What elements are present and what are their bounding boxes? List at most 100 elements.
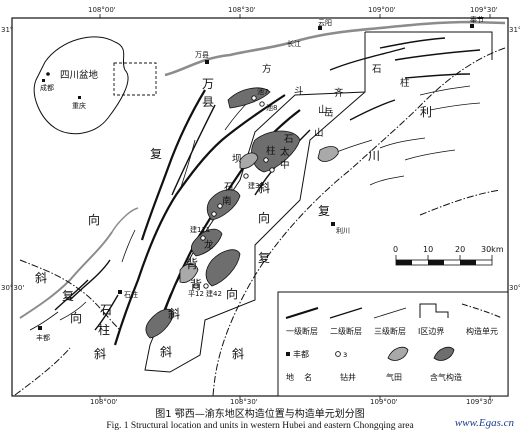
unit-label: 向 — [70, 310, 82, 325]
city-marker — [42, 79, 45, 82]
town-marker — [118, 290, 122, 294]
inset-basin-label: 四川盆地 — [60, 69, 99, 81]
gas-structure — [317, 146, 339, 162]
unit-label: 县 — [202, 95, 214, 109]
left-tick-label: 30°30' — [1, 284, 24, 292]
river-label: 长江 — [287, 39, 301, 48]
legend-label: 构造单元 — [466, 326, 498, 336]
legend-label: 钻井 — [340, 372, 356, 382]
inset-city-label: 成都 — [40, 83, 54, 92]
well — [203, 283, 209, 289]
wells — [193, 95, 275, 289]
gas-field — [239, 152, 259, 169]
legend-label: 一级断层 — [286, 326, 318, 336]
town-marker — [470, 24, 474, 28]
gas-structure — [227, 87, 271, 109]
unit-label: 柱 — [98, 322, 110, 337]
graticule — [99, 14, 491, 400]
unit-label: 背 — [190, 278, 202, 292]
unit-label: 复 — [258, 251, 270, 265]
bottom-tick-label: 109°30' — [466, 398, 494, 406]
well — [269, 167, 275, 173]
bottom-tick-label: 108°30' — [230, 398, 258, 406]
well-label: 平12 — [188, 290, 204, 298]
legend-label: 二级断层 — [330, 326, 362, 336]
region-boundary — [365, 31, 493, 60]
unit-label: 山 — [314, 128, 324, 139]
unit-label: 岳 — [324, 107, 334, 119]
legend-symbol-place — [286, 352, 290, 356]
unit-label: 斜 — [160, 345, 172, 359]
unit-label: 斜 — [168, 307, 180, 321]
unit-label: 山 — [318, 105, 328, 116]
town-label: 石柱 — [124, 290, 138, 299]
caption-chinese: 图1 鄂西—渝东地区构造位置与构造单元划分图 — [155, 409, 365, 420]
unit-label: 方 — [262, 63, 272, 75]
unit-label: 背 — [186, 257, 198, 271]
unit-label: 石 — [100, 303, 112, 317]
towns — [38, 24, 474, 330]
town-label: 利川 — [336, 226, 350, 235]
legend-symbol-gas-structure — [433, 346, 455, 361]
town-label: 云阳 — [318, 18, 332, 27]
sichuan-basin-outline — [33, 36, 129, 135]
unit-label: 斗 — [294, 86, 304, 97]
well — [259, 101, 265, 107]
top-tick-label: 109°30' — [470, 6, 498, 14]
unit-label: 复 — [318, 204, 330, 218]
unit-label: 向 — [258, 210, 270, 225]
unit-label: 利 — [420, 105, 432, 119]
well — [243, 173, 249, 179]
town-marker — [38, 326, 42, 330]
legend-symbol-unit-boundary — [461, 303, 503, 319]
well-label: 建111 — [190, 225, 210, 234]
study-area-box — [113, 62, 157, 96]
unit-label: 石 — [224, 182, 234, 193]
legend-label: 含气构造 — [430, 372, 462, 382]
bottom-tick-label: 108°00' — [90, 398, 118, 406]
inset-city-label: 重庆 — [72, 101, 86, 110]
gas-structure — [190, 228, 223, 257]
town-label: 奉节 — [470, 15, 484, 24]
right-tick-label: 31° — [509, 26, 520, 34]
unit-label: 龙 — [204, 239, 214, 251]
legend-label: Ⅰ区边界 — [418, 326, 444, 336]
unit-label: 中 — [280, 159, 290, 171]
well — [193, 283, 199, 289]
well — [217, 203, 223, 209]
town-label: 万县 — [195, 51, 209, 59]
legend-label: 丰都 — [293, 349, 309, 359]
scale-tick-label: 30km — [481, 245, 504, 254]
top-tick-label: 108°00' — [88, 6, 116, 14]
legend-symbol-first-order-fault — [285, 306, 319, 320]
city-marker — [78, 96, 81, 99]
well-label: 建32 — [248, 181, 264, 190]
legend: ɜ — [277, 291, 509, 397]
unit-label: 坝 — [232, 154, 242, 165]
well — [200, 235, 206, 241]
top-tick-label: 108°30' — [228, 6, 256, 14]
legend-label: 地 名 — [286, 372, 312, 382]
unit-label: 复 — [62, 289, 74, 303]
legend-label: 三级断层 — [374, 326, 406, 336]
well-label: 池8 — [266, 103, 277, 112]
unit-label: 向 — [226, 286, 238, 301]
scale-tick-label: 0 — [393, 245, 398, 254]
unit-label: 复 — [150, 147, 162, 161]
legend-symbol-second-order-fault — [329, 307, 363, 319]
unit-label: 斜 — [35, 271, 47, 285]
unit-label: 石 — [284, 134, 294, 145]
inset-map: 四川盆地 成都 重庆 — [33, 36, 157, 135]
unit-label: 向 — [88, 212, 100, 227]
unit-label: 川 — [368, 149, 380, 163]
legend-symbol-gas-field — [387, 346, 409, 361]
scale-bar — [395, 255, 493, 266]
legend-symbol-well — [335, 351, 341, 357]
watermark: www.Egas.cn — [454, 417, 514, 429]
river-branch — [19, 231, 113, 319]
gas-structure — [205, 249, 241, 287]
unit-label: 石 — [372, 64, 382, 75]
city-dot — [46, 72, 50, 76]
town-label: 丰都 — [36, 333, 50, 342]
